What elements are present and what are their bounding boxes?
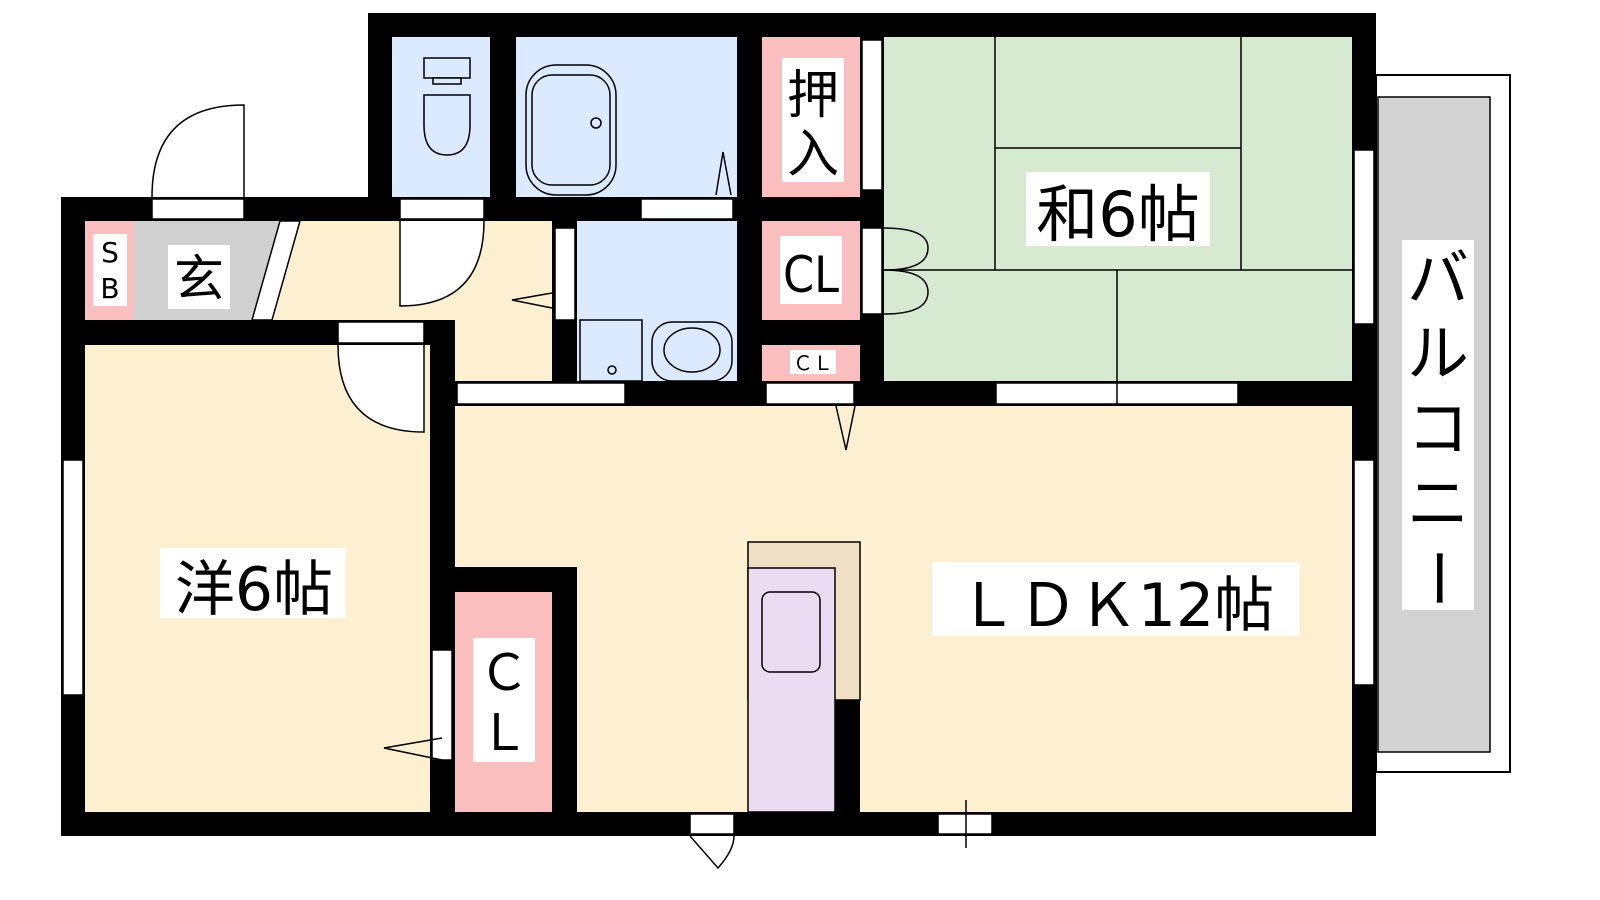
balcony-label-char: バ: [1407, 242, 1469, 315]
front-door-opening: [151, 198, 245, 220]
oshiire-label-2: 入: [787, 125, 839, 185]
window: [62, 459, 84, 696]
shoe-box-label-1: S: [101, 236, 119, 269]
balcony-label: バ ル コ ニ ー: [1401, 242, 1474, 609]
window: [1353, 459, 1375, 686]
japanese-room-label: 和6帖: [1036, 178, 1199, 251]
closet-bottom-label-1: Ｃ: [479, 644, 529, 702]
ldk-label: ＬＤＫ12帖: [958, 571, 1274, 641]
openings: [62, 39, 1375, 835]
entrance-label: 玄: [174, 250, 224, 308]
washroom: [577, 221, 737, 381]
toilet-icon: [423, 57, 471, 156]
closet-bottom-label-2: Ｌ: [479, 704, 529, 762]
window: [1353, 149, 1375, 325]
balcony-label-char: コ: [1407, 392, 1469, 465]
closet-top-label: CL: [783, 246, 839, 304]
balcony: [1375, 74, 1511, 773]
closet-small-label: ＣＬ: [793, 351, 833, 375]
balcony-label-char: ル: [1407, 317, 1469, 390]
window: [861, 39, 883, 191]
shoe-box-label-2: B: [100, 272, 119, 305]
window: [937, 813, 993, 835]
western-room-label: 洋6帖: [175, 555, 333, 625]
bathtub-icon: [525, 64, 617, 196]
sink-icon: [761, 591, 821, 673]
door-swings: [151, 104, 1118, 870]
oshiire-label-1: 押: [787, 66, 839, 126]
balcony-label-char: ー: [1401, 547, 1474, 609]
bathroom: [516, 37, 737, 197]
balcony-label-char: ニ: [1407, 467, 1469, 540]
kitchen: [747, 541, 861, 813]
hallway-floor-2: [455, 345, 552, 381]
